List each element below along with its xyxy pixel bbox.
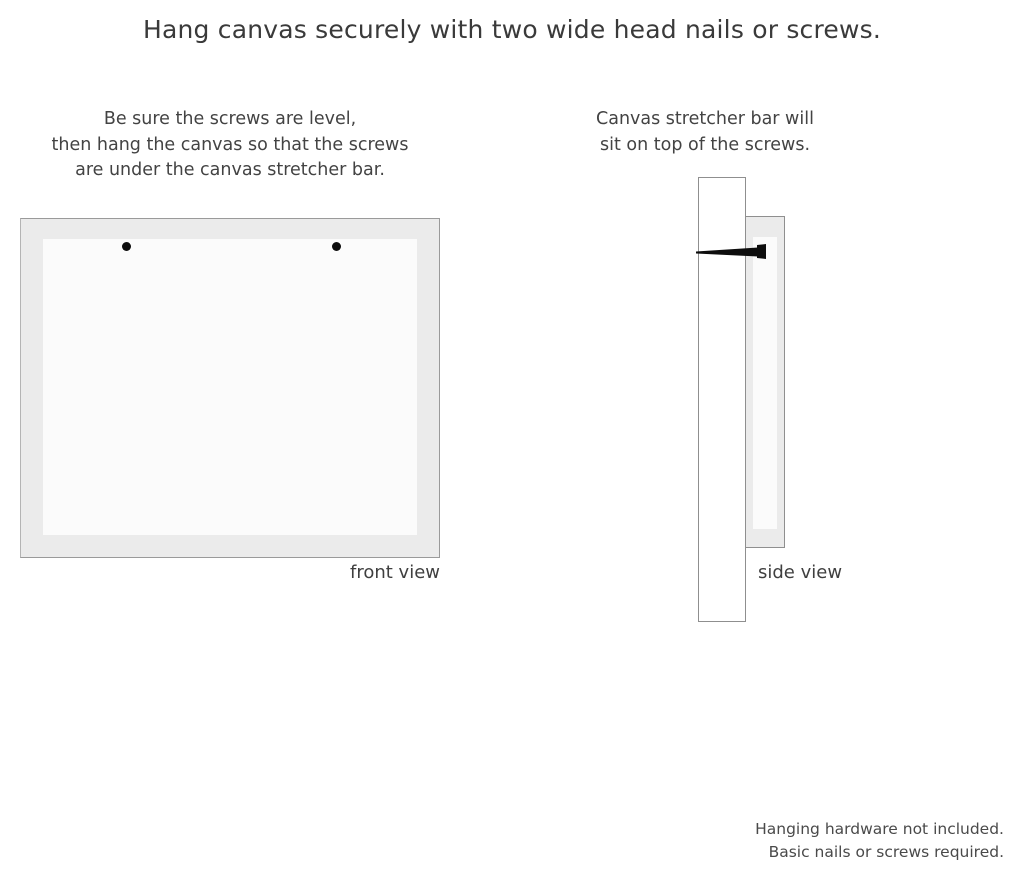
right-screw-icon: [332, 242, 341, 251]
footer-note: Hanging hardware not included. Basic nai…: [624, 818, 1004, 864]
front-view-caption-line-1: Be sure the screws are level,: [103, 109, 357, 129]
canvas-profile-face: [753, 237, 777, 529]
side-view-caption-line-1: Canvas stretcher bar will: [596, 109, 814, 129]
front-view-caption-line-2: then hang the canvas so that the screws: [51, 134, 409, 155]
side-view-caption: Canvas stretcher bar will sit on top of …: [560, 107, 850, 158]
screw-profile-icon: [696, 244, 766, 259]
front-view-caption-line-3: are under the canvas stretcher bar.: [75, 160, 385, 180]
front-view-diagram: [20, 218, 440, 558]
front-view-label: front view: [350, 562, 440, 583]
footer-line-1: Hanging hardware not included.: [755, 820, 1004, 838]
footer-line-2: Basic nails or screws required.: [768, 843, 1004, 861]
canvas-profile: [745, 216, 785, 548]
front-view-caption: Be sure the screws are level, then hang …: [20, 107, 440, 184]
canvas-frame: [20, 218, 440, 558]
side-view-diagram: [690, 170, 820, 630]
left-screw-icon: [122, 242, 131, 251]
page-title: Hang canvas securely with two wide head …: [142, 15, 882, 44]
side-view-label: side view: [758, 562, 843, 583]
canvas-face: [43, 239, 417, 535]
side-view-caption-line-2: sit on top of the screws.: [599, 134, 811, 155]
